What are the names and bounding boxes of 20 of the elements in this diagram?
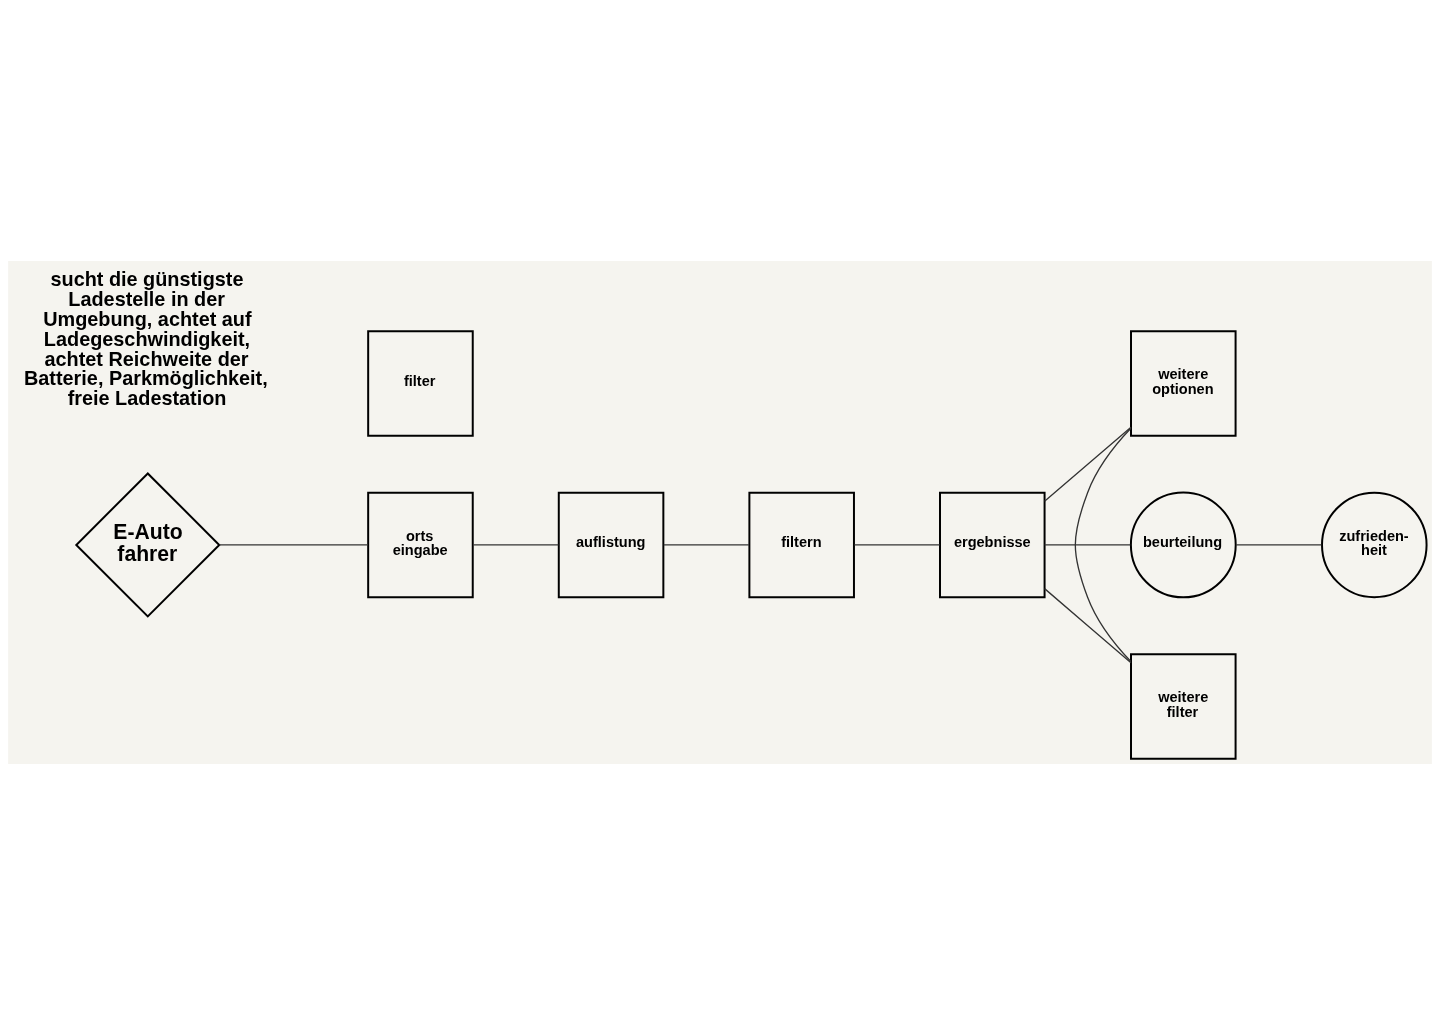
node-diamond: E-Auto fahrer — [74, 471, 221, 618]
node-box: filter — [367, 329, 474, 437]
node-circle: zufrieden- heit — [1321, 491, 1428, 598]
connector — [1043, 426, 1132, 502]
node-box: auflistung — [557, 491, 665, 598]
node-box: ergebnisse — [939, 491, 1046, 598]
node-circle: beurteilung — [1129, 491, 1237, 598]
connector — [1043, 543, 1131, 546]
connector — [1074, 427, 1132, 662]
connector — [218, 543, 369, 546]
connector — [853, 543, 941, 546]
connector — [1043, 587, 1132, 663]
connector — [472, 543, 560, 546]
node-box: weitere filter — [1130, 652, 1237, 760]
node-box: filtern — [748, 491, 855, 598]
connector — [663, 543, 750, 546]
node-box: orts eingabe — [367, 491, 474, 598]
node-box: weitere optionen — [1130, 329, 1237, 437]
node-label: sucht die günstigste Ladestelle in der Umgebung, achtet auf Ladegeschwindigkeit, achtet Reichweite der Batterie, Parkmöglichkeit, freie Ladestation — [24, 267, 268, 409]
connector — [1235, 543, 1323, 546]
